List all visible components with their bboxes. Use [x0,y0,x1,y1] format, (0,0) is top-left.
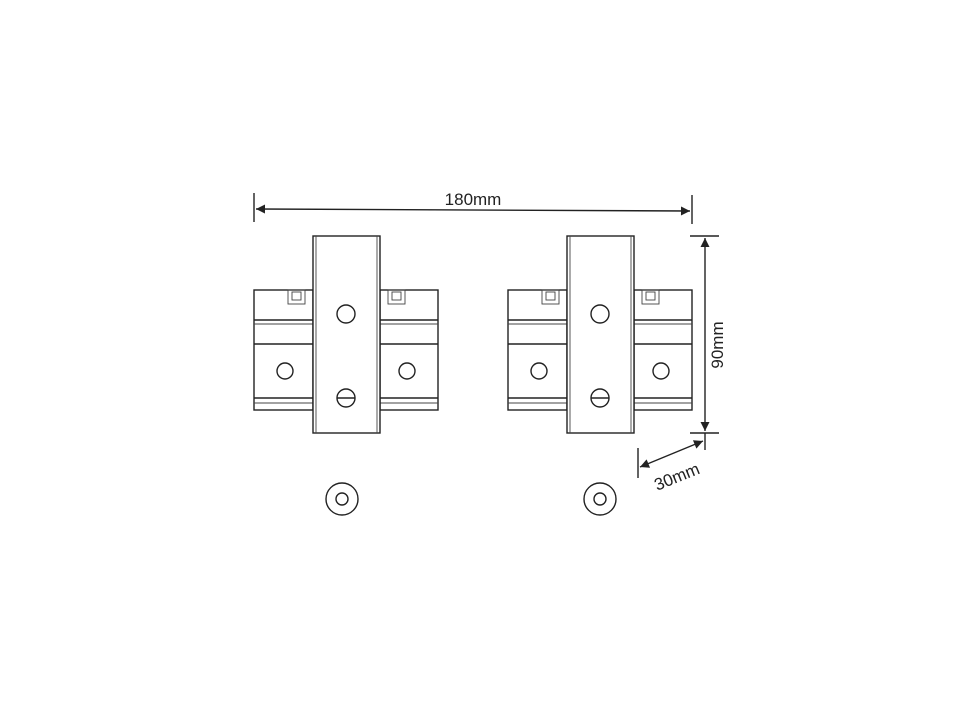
washer-right [583,482,617,516]
height-label: 90mm [708,321,727,368]
width-dimension: 180mm [253,190,693,224]
width-label: 180mm [445,190,502,209]
connector-unit-right [507,235,693,434]
depth-label: 30mm [651,459,702,494]
washer-left [325,482,359,516]
connector-unit-left [253,235,439,434]
depth-dimension: 30mm [637,433,706,495]
height-dimension: 90mm [690,235,727,434]
